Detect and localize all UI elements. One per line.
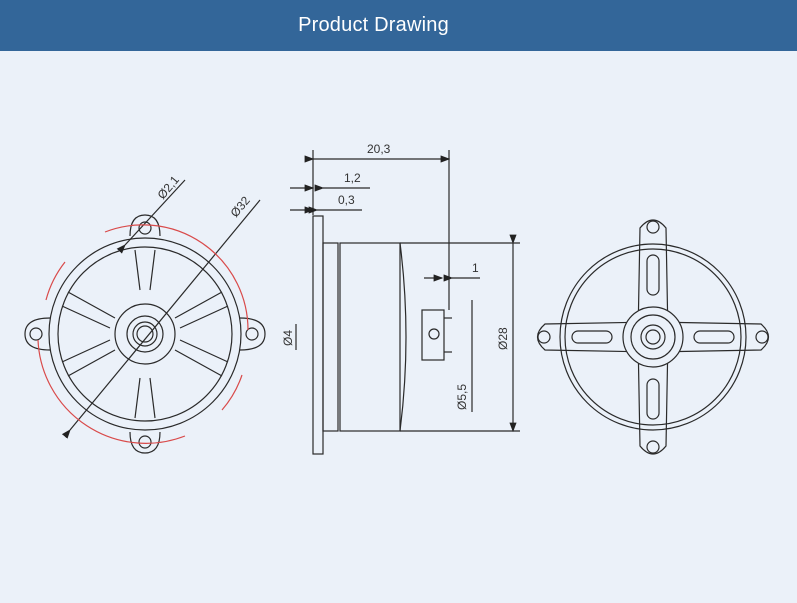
dim-hub-diameter: Ø5,5 [455,384,469,410]
page-title: Product Drawing [298,14,449,36]
side-view [290,150,520,455]
dim-shaft-diameter: Ø4 [281,330,295,346]
front-highlight-arcs [37,224,249,444]
rear-view [536,219,770,455]
dim-bolt-circle: Ø32 [228,193,254,220]
dim-body-diameter: Ø28 [496,327,510,350]
drawing-canvas: Ø2,1 Ø32 20,3 1,2 0,3 1 Ø4 Ø5,5 Ø28 [0,51,797,598]
dim-shaft-step: 1 [472,261,479,275]
front-view [24,179,266,454]
dim-flange-total: 1,2 [344,171,361,185]
dim-overall-length: 20,3 [367,142,391,156]
dim-flange-thin: 0,3 [338,193,355,207]
header-bar: Product Drawing [0,0,797,51]
